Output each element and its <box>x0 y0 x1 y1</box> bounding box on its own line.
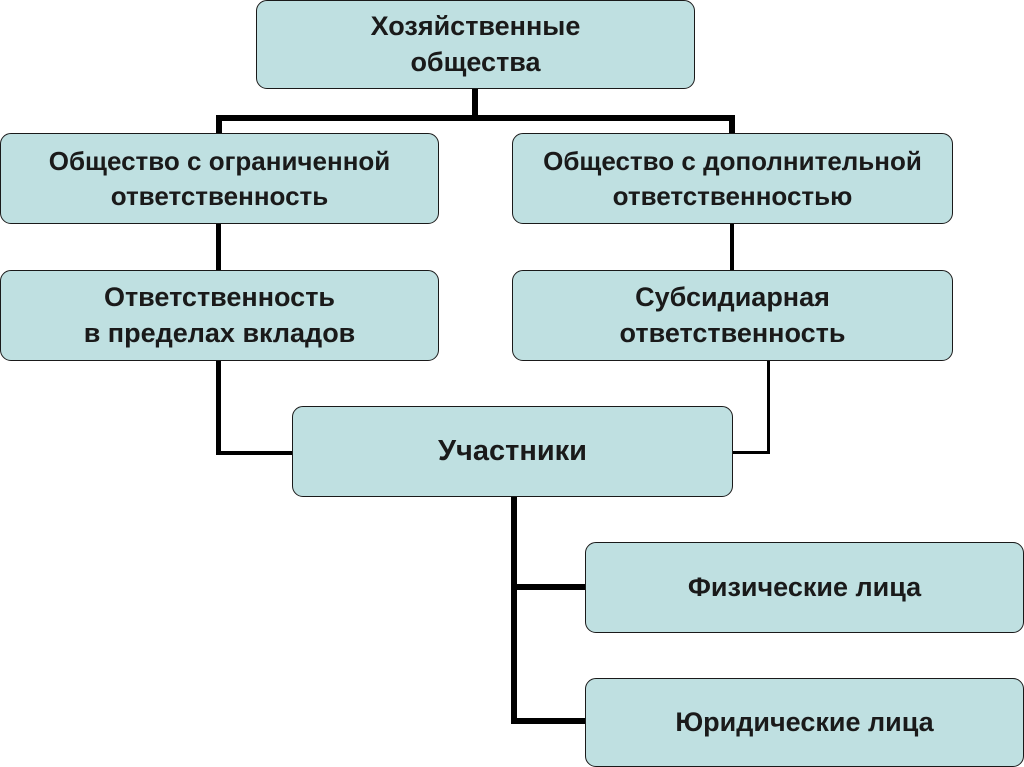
connector-root-down <box>472 89 478 120</box>
connector-to-physical <box>511 584 585 590</box>
llc-node: Общество с ограниченной ответственность <box>0 133 439 224</box>
connector-right-type-to-liability <box>730 224 734 270</box>
connector-right-to-participants <box>718 451 770 454</box>
connector-left-drop <box>216 115 222 133</box>
participants-label: Участники <box>437 435 588 468</box>
connector-left-liability-down <box>216 361 221 455</box>
connector-top-horizontal <box>216 115 735 121</box>
llc-liability-label: Ответственность в пределах вкладов <box>83 281 356 348</box>
alc-node: Общество с дополнительной ответственност… <box>512 133 953 224</box>
connector-left-to-participants <box>216 451 292 455</box>
connector-right-drop <box>729 115 735 133</box>
legal-entities-label: Юридические лица <box>675 706 934 737</box>
participants-node: Участники <box>292 406 733 497</box>
physical-persons-label: Физические лица <box>687 571 922 602</box>
llc-node-label: Общество с ограниченной ответственность <box>48 146 391 211</box>
alc-liability-label: Субсидиарная ответственность <box>619 281 846 348</box>
connector-participants-trunk <box>511 497 517 724</box>
llc-liability-node: Ответственность в пределах вкладов <box>0 270 439 361</box>
connector-left-type-to-liability <box>216 224 221 270</box>
root-node-label: Хозяйственные общества <box>370 10 581 77</box>
root-node: Хозяйственные общества <box>256 0 695 89</box>
alc-node-label: Общество с дополнительной ответственност… <box>543 146 922 211</box>
legal-entities-node: Юридические лица <box>585 678 1024 767</box>
alc-liability-node: Субсидиарная ответственность <box>512 270 953 361</box>
connector-to-legal <box>511 718 585 724</box>
physical-persons-node: Физические лица <box>585 542 1024 633</box>
connector-right-liability-down <box>767 361 770 454</box>
